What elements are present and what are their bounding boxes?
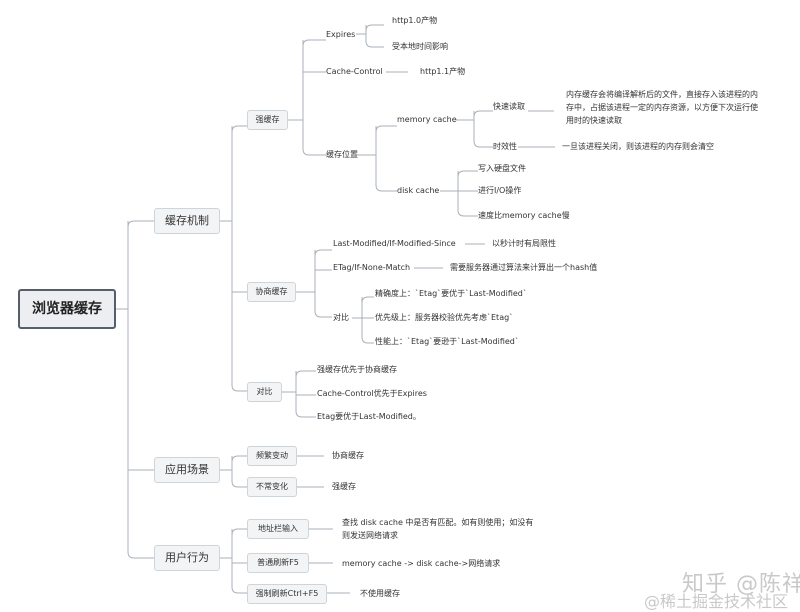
connector-location — [357, 125, 397, 192]
connector-scenario — [220, 455, 247, 488]
connector-strong — [288, 39, 326, 156]
leaf-timeliness-desc[interactable]: 一旦该进程关闭，则该进程的内存则会清空 — [562, 142, 714, 151]
leaf-disk-io[interactable]: 进行I/O操作 — [478, 186, 522, 195]
leaf-fast-read-desc[interactable]: 内存缓存会将编译解析后的文件，直接存入该进程的内存中，占据该进程一定的内存资源，… — [566, 90, 758, 125]
node-cache-mechanism[interactable]: 缓存机制 — [154, 208, 220, 234]
node-rare-change[interactable]: 不常变化 — [247, 477, 297, 497]
node-negotiate-cache[interactable]: 协商缓存 — [247, 282, 296, 302]
node-force-refresh[interactable]: 强制刷新Ctrl+F5 — [247, 584, 327, 604]
leaf-cache-control-over-expires[interactable]: Cache-Control优先于Expires — [317, 389, 427, 398]
leaf-local-time[interactable]: 受本地时间影响 — [392, 42, 448, 51]
connector-disk — [440, 170, 478, 217]
leaf-last-modified-desc[interactable]: 以秒计时有局限性 — [492, 239, 556, 248]
node-expires[interactable]: Expires — [326, 30, 356, 39]
node-disk-cache[interactable]: disk cache — [397, 186, 440, 195]
leaf-priority[interactable]: 优先级上：服务器校验优先考虑`Etag` — [375, 313, 514, 322]
connector-memory — [456, 110, 493, 148]
watermark-zhihu: 知乎 @陈祥 — [682, 572, 800, 597]
watermark-juejin: @稀土掘金技术社区 — [644, 592, 789, 611]
connector-compare-inner — [352, 296, 374, 344]
connector-mechanism — [220, 125, 247, 392]
leaf-disk-slow[interactable]: 速度比memory cache慢 — [478, 211, 570, 220]
leaf-etag-desc[interactable]: 需要服务器通过算法来计算出一个hash值 — [450, 263, 598, 272]
leaf-etag-over-last-modified[interactable]: Etag要优于Last-Modified。 — [317, 412, 421, 421]
leaf-http11[interactable]: http1.1产物 — [420, 67, 466, 76]
node-strong-cache[interactable]: 强缓存 — [247, 110, 288, 130]
connector-expires — [356, 24, 384, 48]
node-address-bar-input[interactable]: 地址栏输入 — [247, 519, 309, 539]
connector-compare — [282, 370, 316, 418]
node-application-scenario[interactable]: 应用场景 — [154, 457, 220, 483]
node-timeliness[interactable]: 时效性 — [493, 142, 517, 151]
node-memory-cache[interactable]: memory cache — [397, 115, 457, 124]
node-compare[interactable]: 对比 — [247, 382, 282, 402]
node-cache-location[interactable]: 缓存位置 — [326, 150, 358, 159]
node-normal-refresh[interactable]: 普通刷新F5 — [247, 553, 309, 573]
root-node[interactable]: 浏览器缓存 — [18, 289, 116, 329]
node-fast-read[interactable]: 快速读取 — [493, 102, 525, 111]
leaf-address-bar-desc[interactable]: 查找 disk cache 中是否有匹配。如有则使用；如没有则发送网络请求 — [342, 518, 534, 540]
node-etag[interactable]: ETag/If-None-Match — [333, 263, 411, 272]
connector-root — [116, 220, 154, 559]
connector-behavior — [220, 528, 247, 594]
leaf-precision[interactable]: 精确度上：`Etag`要优于`Last-Modified` — [375, 289, 527, 298]
node-last-modified[interactable]: Last-Modified/If-Modified-Since — [333, 239, 456, 248]
leaf-strong-over-negotiate[interactable]: 强缓存优先于协商缓存 — [317, 365, 397, 374]
leaf-disk-write[interactable]: 写入硬盘文件 — [478, 164, 526, 173]
connector-negotiate — [296, 249, 332, 318]
node-frequent-change[interactable]: 频繁变动 — [247, 446, 297, 466]
node-user-behavior[interactable]: 用户行为 — [154, 545, 220, 571]
node-cache-control[interactable]: Cache-Control — [326, 67, 383, 76]
leaf-performance[interactable]: 性能上：`Etag`要逊于`Last-Modified` — [375, 337, 519, 346]
leaf-normal-refresh-desc[interactable]: memory cache -> disk cache->网络请求 — [342, 559, 501, 568]
leaf-http10[interactable]: http1.0产物 — [392, 16, 438, 25]
leaf-frequent-value[interactable]: 协商缓存 — [332, 451, 364, 460]
leaf-rare-value[interactable]: 强缓存 — [332, 482, 356, 491]
node-negotiate-compare[interactable]: 对比 — [333, 313, 349, 322]
leaf-force-refresh-desc[interactable]: 不使用缓存 — [360, 589, 400, 598]
